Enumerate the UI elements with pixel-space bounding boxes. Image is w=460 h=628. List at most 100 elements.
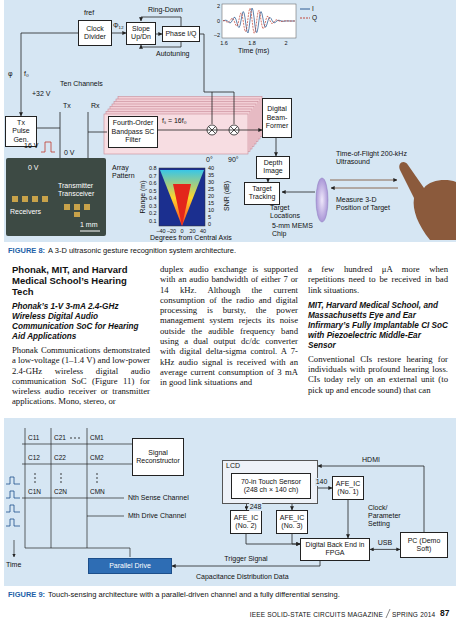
transducer-array (6, 158, 106, 236)
connector-arrow (292, 534, 300, 544)
process-box: 70-in Touch Sensor(248 ch × 140 ch) (231, 473, 311, 499)
axis-tick: –40 (156, 228, 165, 234)
connector-arrow (246, 534, 300, 544)
annotation: SPRING 2014 (392, 611, 435, 618)
box-label: AFE_IC (No. 3) (279, 514, 305, 531)
axis-tick: 0.7 (149, 173, 157, 179)
axis-tick: 10 (208, 207, 214, 213)
annotation: Time (ms) (238, 47, 269, 55)
figure-caption: FIGURE 8: (8, 247, 45, 256)
q-waveform (223, 8, 295, 33)
hand (399, 162, 456, 240)
legend-item: I (300, 6, 314, 13)
figure-caption: A 3-D ultrasonic gesture recognition sys… (48, 247, 236, 256)
annotation: φ (8, 70, 13, 78)
legend-line (300, 9, 310, 10)
box-label: 70-in Touch Sensor (241, 478, 301, 486)
annotation: CMN (90, 488, 105, 495)
annotation: Time (6, 561, 21, 569)
axis-tick: 0.6 (149, 180, 157, 186)
annotation: 0 V (64, 149, 75, 157)
edge-label: HDMI (361, 456, 381, 464)
annotation: fref (84, 9, 94, 17)
drive-pulse (6, 477, 20, 484)
axis-tick: –20 (167, 228, 176, 234)
annotation: 0° (206, 156, 213, 164)
annotation: C1N (28, 488, 41, 495)
box-label: AFE_IC (No. 2) (233, 514, 259, 531)
box-label: Depth Image (259, 159, 287, 176)
annotation: Receivers (10, 208, 41, 216)
drive-pulse (6, 491, 20, 498)
process-box: AFE_IC (No. 3) (276, 510, 308, 534)
annotation: 5-mm MEMS Chip (272, 222, 316, 238)
annotation: C11 (28, 434, 39, 441)
process-box: Target Tracking (244, 182, 280, 205)
process-box: AFE_IC (No. 2) (230, 510, 262, 534)
axis-tick: 15 (208, 200, 214, 206)
section-heading: MIT, Harvard Medical School, and Massach… (308, 301, 448, 351)
annotation: 90° (228, 156, 239, 164)
connector-arrow (318, 466, 424, 532)
ellipsis-dots (34, 437, 98, 483)
annotation: C22 (54, 454, 66, 461)
figure-panel (4, 0, 456, 242)
drive-pulse (6, 519, 20, 526)
axis-tick: 35 (208, 172, 214, 178)
annotation: Measure 3-D Position of Target (336, 196, 398, 212)
edge-label: USB (377, 539, 393, 547)
channel-stack (104, 97, 262, 155)
box-label: Tx Pulse Gen. (8, 119, 34, 144)
box-label: Digital Back End in FPGA (303, 541, 367, 558)
annotation: Rx (91, 102, 100, 110)
axis-tick: 40 (200, 228, 206, 234)
axis-tick: 30 (208, 179, 214, 185)
box-label: LCD (226, 462, 240, 470)
edge-label: 248 (249, 502, 263, 510)
connector-arrow (276, 138, 277, 156)
process-box: Slope Up/Dn (126, 22, 156, 45)
process-box: PC (Demo Soft) (400, 532, 448, 558)
edge-label: Trigger Signal (223, 555, 268, 563)
legend-line (300, 18, 310, 19)
box-label: Parallel Drive (109, 562, 151, 570)
drive-pulse (6, 477, 20, 526)
legend-line (300, 6, 310, 12)
annotation: Ten Channels (60, 80, 103, 88)
annotation: Target Locations (270, 204, 316, 220)
display-panel: LCD 70-in Touch Sensor(248 ch × 140 ch) (222, 460, 318, 504)
axis-tick: 2 (284, 40, 287, 46)
process-box: Digital Beam-Former (262, 98, 292, 138)
annotation: 16 V (24, 142, 38, 150)
box-label: Phase I/Q (165, 30, 196, 38)
axis-tick: 5 (208, 214, 211, 220)
annotation: CM1 (90, 434, 104, 441)
connector-arrow (112, 33, 126, 34)
annotation: Array Pattern (112, 164, 142, 180)
annotation: Tx (63, 102, 71, 110)
annotation: C12 (28, 454, 40, 461)
box-label: Signal Reconstructor (135, 449, 181, 466)
process-box: Signal Reconstructor (132, 438, 184, 476)
annotation: Degrees from Central Axis (150, 234, 232, 242)
box-label: Target Tracking (247, 185, 277, 202)
box-label: Digital Beam-Former (265, 105, 289, 130)
connector-arrow (158, 130, 262, 131)
annotation: +32 V (32, 90, 51, 98)
axis-tick: 1.8 (248, 40, 256, 46)
mems-chip (316, 178, 328, 222)
channel-layer (104, 114, 248, 154)
annotation: Φ₁₂ (113, 22, 124, 30)
axis-tick: 1.6 (220, 40, 228, 46)
annotation: Transmitter Transceiver (58, 182, 104, 198)
axis-tick: –2 (214, 32, 220, 38)
annotation: C21 (54, 434, 66, 441)
body-text: duplex audio exchange is supported with … (160, 264, 298, 388)
annotation: f₀ (24, 70, 29, 78)
axis-tick: 0.4 (149, 195, 157, 201)
annotation: 87 (440, 609, 449, 619)
section-heading: Phonak, MIT, and Harvard Medical School’… (12, 264, 150, 297)
annotation: 1 mm (80, 221, 98, 229)
connector-arrow (370, 549, 400, 550)
